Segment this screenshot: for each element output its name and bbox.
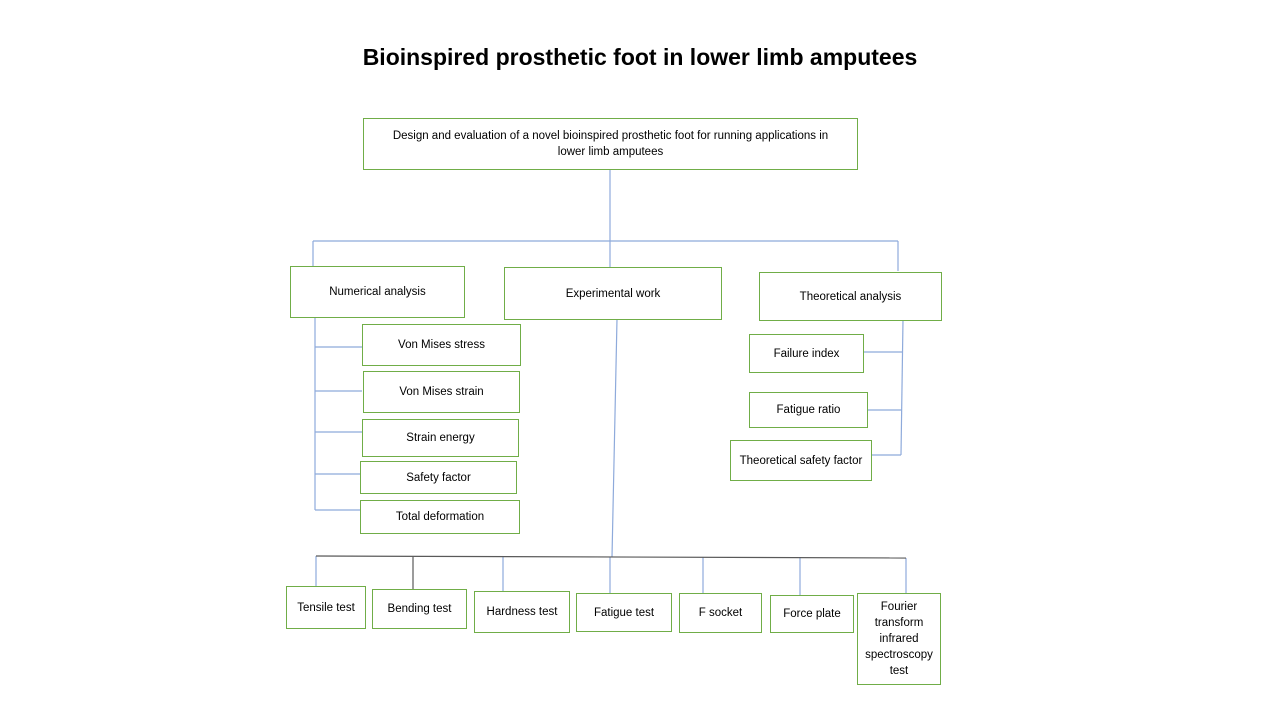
experimental-work-node: Experimental work — [504, 267, 722, 320]
theoretical-item-fatigue-ratio: Fatigue ratio — [749, 392, 868, 428]
numerical-item-von-mises-stress: Von Mises stress — [362, 324, 521, 366]
experimental-item-force-plate: Force plate — [770, 595, 854, 633]
diagram-title: Bioinspired prosthetic foot in lower lim… — [362, 44, 918, 70]
experimental-item-hardness-test: Hardness test — [474, 591, 570, 633]
experimental-item-bending-test: Bending test — [372, 589, 467, 629]
experimental-item-fatigue-test: Fatigue test — [576, 593, 672, 632]
numerical-item-safety-factor: Safety factor — [360, 461, 517, 494]
experimental-item-ftir-test: Fourier transform infrared spectroscopy … — [857, 593, 941, 685]
numerical-item-strain-energy: Strain energy — [362, 419, 519, 457]
theoretical-item-theoretical-safety-factor: Theoretical safety factor — [730, 440, 872, 481]
experimental-item-f-socket: F socket — [679, 593, 762, 633]
theoretical-item-failure-index: Failure index — [749, 334, 864, 373]
theoretical-analysis-node: Theoretical analysis — [759, 272, 942, 321]
connector-test-bar — [315, 555, 907, 559]
numerical-item-von-mises-strain: Von Mises strain — [363, 371, 520, 413]
experimental-item-tensile-test: Tensile test — [286, 586, 366, 629]
connector-theoretical-spine — [900, 319, 904, 456]
numerical-analysis-node: Numerical analysis — [290, 266, 465, 318]
numerical-item-total-deformation: Total deformation — [360, 500, 520, 534]
root-node: Design and evaluation of a novel bioinsp… — [363, 118, 858, 170]
connector-experimental-down — [611, 318, 618, 558]
